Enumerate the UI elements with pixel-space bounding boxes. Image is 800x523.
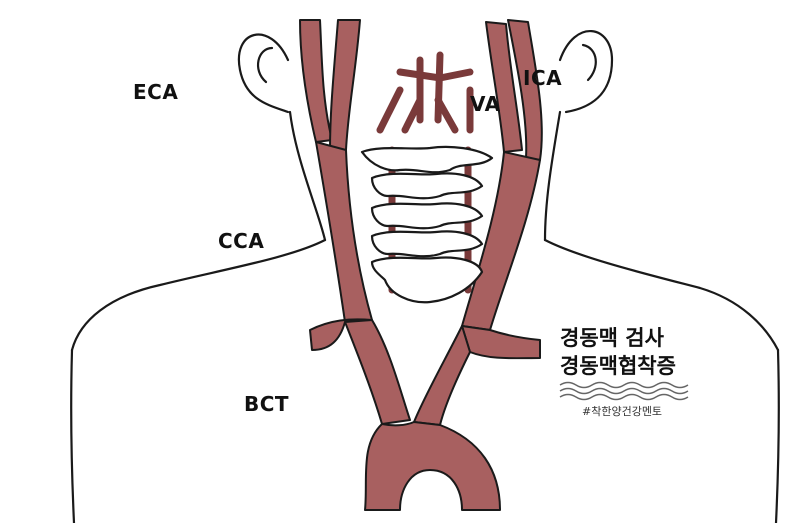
label-cca: CCA bbox=[218, 229, 265, 253]
arteries bbox=[299, 19, 543, 511]
label-eca: ECA bbox=[133, 80, 179, 104]
right-subclavian bbox=[461, 325, 541, 360]
caption-title: 경동맥 검사 bbox=[560, 326, 664, 350]
left-eca bbox=[299, 19, 333, 143]
left-cca bbox=[315, 141, 373, 323]
label-ica: ICA bbox=[523, 66, 563, 90]
right-lower-trunk bbox=[413, 325, 471, 426]
caption-subtitle: 경동맥협착증 bbox=[560, 354, 676, 378]
left-ica bbox=[329, 19, 361, 151]
body-outline bbox=[70, 30, 780, 523]
right-ica bbox=[485, 21, 523, 153]
brachiocephalic-trunk bbox=[344, 319, 411, 425]
aortic-arch bbox=[364, 421, 501, 511]
label-va: VA bbox=[470, 92, 501, 116]
caption-hashtag: #착한양건강멘토 bbox=[582, 405, 663, 418]
label-bct: BCT bbox=[244, 392, 290, 416]
cervical-vertebrae bbox=[360, 145, 494, 304]
caption-wave-lines bbox=[559, 381, 689, 401]
